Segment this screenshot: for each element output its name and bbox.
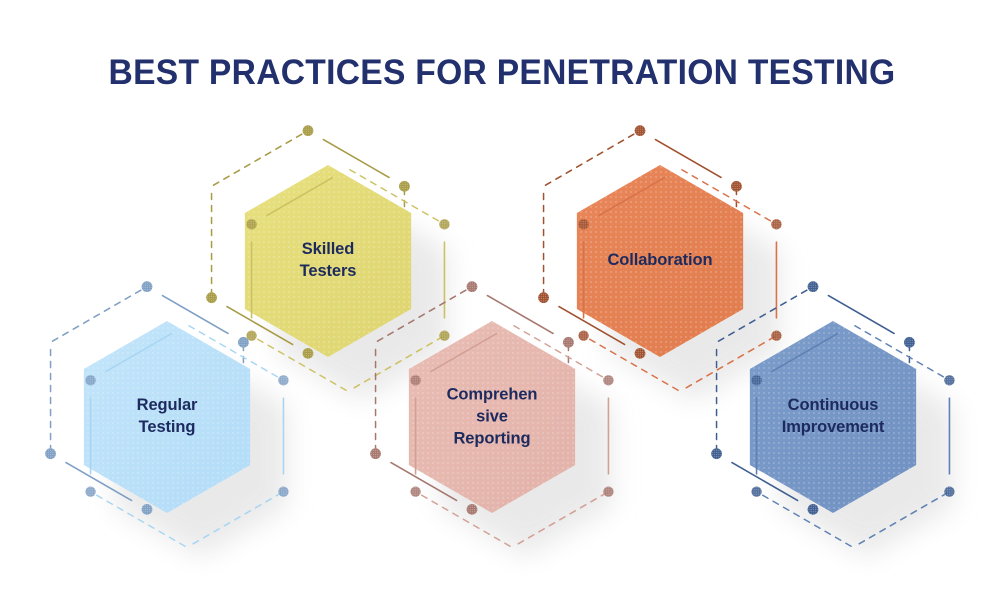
hex-node-skilled-testers[interactable]: Skilled Testers (178, 111, 478, 411)
vertex-dot (807, 503, 819, 515)
vertex-dot (302, 347, 314, 359)
vertex-dot (771, 330, 782, 341)
hex-outline-front (755, 325, 951, 547)
vertex-dot (238, 336, 249, 348)
vertex-dot (563, 336, 574, 348)
hex-texture (244, 165, 412, 357)
vertex-dot (278, 486, 289, 497)
hex-graphic-continuous-improvement (711, 281, 955, 557)
vertex-dot (370, 448, 381, 460)
hex-node-regular-testing[interactable]: Regular Testing (17, 267, 317, 567)
vertex-dot (771, 219, 782, 230)
hex-texture (408, 321, 576, 513)
vertex-dot (751, 486, 762, 497)
vertex-dot (439, 330, 450, 341)
vertex-dot (904, 336, 915, 348)
vertex-dot (634, 347, 646, 359)
hex-texture (749, 321, 917, 513)
hex-outline-front (89, 325, 285, 547)
hex-graphic-collaboration (538, 125, 782, 401)
vertex-dot (538, 292, 549, 304)
page-title: BEST PRACTICES FOR PENETRATION TESTING (108, 53, 896, 93)
hex-node-continuous-improvement[interactable]: Continuous Improvement (683, 267, 983, 567)
vertex-dot (944, 486, 955, 497)
vertex-dot (410, 486, 421, 497)
hex-outline-front (582, 169, 778, 391)
vertex-dot (603, 486, 614, 497)
hex-node-comprehensive-reporting[interactable]: Comprehen sive Reporting (342, 267, 642, 567)
vertex-dot (302, 125, 314, 137)
vertex-dot (578, 219, 589, 230)
hex-graphic-comprehensive-reporting (370, 281, 614, 557)
vertex-dot (410, 375, 421, 386)
vertex-dot (45, 448, 56, 460)
hex-texture (576, 165, 744, 357)
vertex-dot (278, 375, 289, 386)
vertex-dot (399, 180, 410, 192)
vertex-dot (944, 375, 955, 386)
vertex-dot (246, 219, 257, 230)
vertex-dot (85, 375, 96, 386)
hex-outline-front (250, 169, 446, 391)
vertex-dot (246, 330, 257, 341)
vertex-dot (603, 375, 614, 386)
vertex-dot (807, 281, 819, 293)
vertex-dot (85, 486, 96, 497)
hex-outline-front (414, 325, 610, 547)
vertex-dot (731, 180, 742, 192)
vertex-dot (634, 125, 646, 137)
vertex-dot (141, 281, 153, 293)
hex-graphic-regular-testing (45, 281, 289, 557)
vertex-dot (466, 503, 478, 515)
vertex-dot (141, 503, 153, 515)
vertex-dot (439, 219, 450, 230)
vertex-dot (206, 292, 217, 304)
hex-node-collaboration[interactable]: Collaboration (510, 111, 810, 411)
vertex-dot (578, 330, 589, 341)
vertex-dot (711, 448, 722, 460)
vertex-dot (751, 375, 762, 386)
hex-texture (83, 321, 251, 513)
hex-graphic-skilled-testers (206, 125, 450, 401)
vertex-dot (466, 281, 478, 293)
